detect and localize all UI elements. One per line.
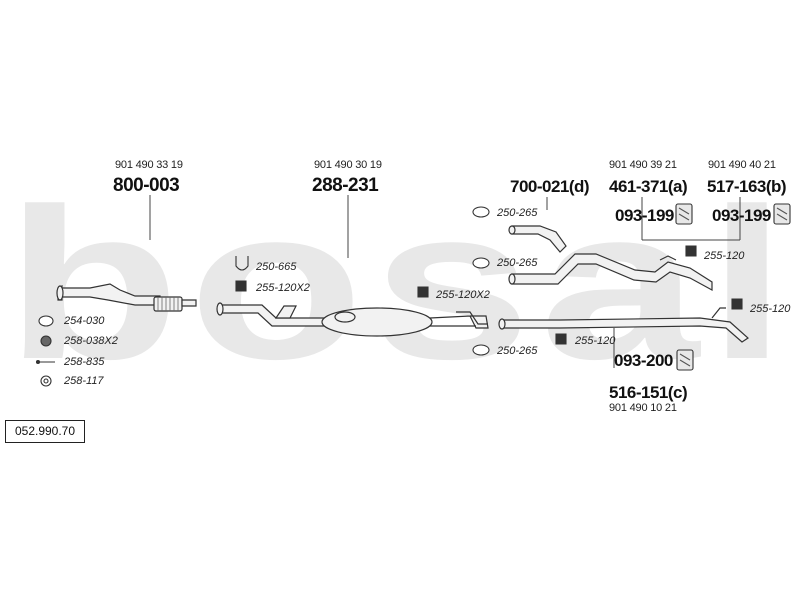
oe-number: 901 490 30 19 (314, 159, 382, 171)
kit-number[interactable]: 093-200 (614, 351, 673, 370)
gasket-icon (38, 315, 54, 327)
hanger-icon (417, 286, 429, 298)
accessory-label: 255-120 (750, 303, 791, 315)
accessory-label: 258-038X2 (64, 335, 118, 347)
front-pipe-800-003 (56, 283, 197, 312)
accessory-label: 255-120X2 (436, 289, 490, 301)
rear-pipe-461-371 (508, 253, 713, 292)
hanger-icon (235, 280, 247, 292)
oe-number: 901 490 10 21 (609, 402, 677, 414)
kit-box-icon (676, 349, 694, 371)
accessory-label: 250-265 (497, 257, 538, 269)
accessory-label: 250-665 (256, 261, 297, 273)
u-clamp-icon (235, 256, 249, 271)
middle-silencer-288-231 (216, 302, 489, 337)
watermark: bosal (5, 163, 795, 404)
accessory-label: 254-030 (64, 315, 105, 327)
clamp-icon (472, 257, 490, 269)
accessory-label: 255-120 (704, 250, 745, 262)
leader-lines (149, 195, 741, 368)
accessory-label: 250-265 (497, 207, 538, 219)
kit-boxes (675, 203, 791, 371)
accessory-label: 255-120 (575, 335, 616, 347)
kit-number[interactable]: 093-199 (712, 206, 771, 225)
kit-box-icon (773, 203, 791, 225)
accessory-label: 258-117 (64, 375, 104, 387)
oe-number: 901 490 39 21 (609, 159, 677, 171)
accessory-icons (35, 206, 743, 387)
part-number[interactable]: 516-151(c) (609, 383, 688, 402)
oe-number: 901 490 33 19 (115, 159, 183, 171)
part-number[interactable]: 800-003 (113, 175, 180, 196)
oe-number: 901 490 40 21 (708, 159, 776, 171)
part-number[interactable]: 288-231 (312, 175, 379, 196)
hanger-icon (555, 333, 567, 345)
part-number[interactable]: 517-163(b) (707, 177, 787, 196)
diagram-id-box: 052.990.70 (5, 420, 85, 443)
hanger-icon (685, 245, 697, 257)
clamp-icon (472, 344, 490, 356)
kit-box-icon (675, 203, 693, 225)
accessory-label: 255-120X2 (256, 282, 310, 294)
clamp-icon (472, 206, 490, 218)
hanger-icon (731, 298, 743, 310)
accessory-label: 250-265 (497, 345, 538, 357)
tailpipe-700-021 (508, 225, 567, 253)
kit-number[interactable]: 093-199 (615, 206, 674, 225)
part-number[interactable]: 700-021(d) (510, 177, 590, 196)
accessory-label: 258-835 (64, 356, 105, 368)
part-number[interactable]: 461-371(a) (609, 177, 688, 196)
nut-icon (40, 335, 52, 347)
rear-pipe-516-151 (498, 307, 749, 343)
